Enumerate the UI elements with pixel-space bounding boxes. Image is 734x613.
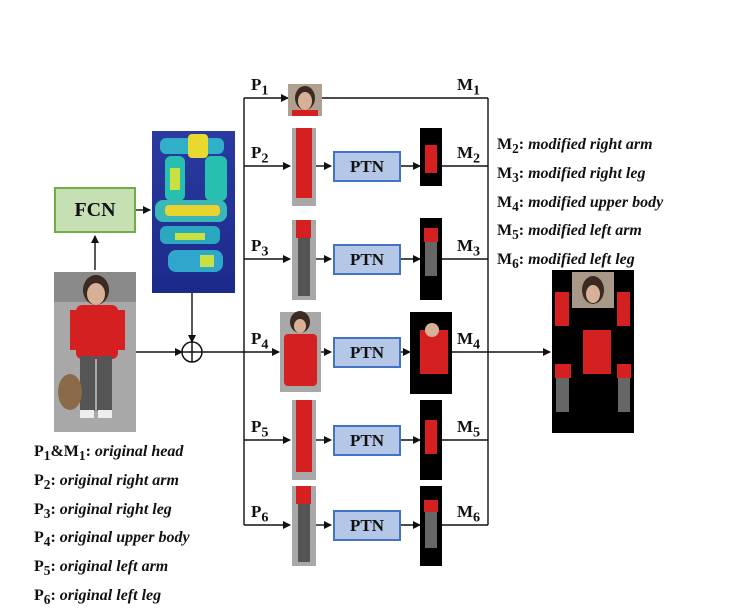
- branch-label-m1: M1: [457, 75, 481, 99]
- branch-label-m6: M6: [457, 502, 481, 526]
- ptn-box-3: PTN: [333, 244, 401, 275]
- ptn-label: PTN: [350, 342, 384, 362]
- branch-label-p6: P6: [251, 502, 269, 526]
- legend-item: P1&M1: original head: [34, 443, 184, 464]
- heatmap-image: [152, 131, 235, 293]
- branch-label-p4: P4: [251, 329, 269, 353]
- part-crop-p5: [292, 400, 316, 480]
- ptn-label: PTN: [350, 430, 384, 450]
- ptn-label: PTN: [350, 156, 384, 176]
- legend-modified-parts: M2: modified right arm M3: modified righ…: [497, 133, 663, 277]
- branch-label-m5: M5: [457, 417, 481, 441]
- output-composite-image: [552, 270, 634, 433]
- legend-item: M4: modified upper body: [497, 193, 664, 214]
- modified-crop-m6: [420, 486, 442, 566]
- modified-crop-m2: [420, 128, 442, 186]
- legend-item: P3: original right leg: [34, 500, 172, 521]
- legend-item: M6: modified left leg: [497, 251, 635, 272]
- ptn-box-4: PTN: [333, 337, 401, 368]
- modified-crop-m3: [420, 218, 442, 300]
- input-person-image: [54, 272, 136, 432]
- ptn-box-2: PTN: [333, 151, 401, 182]
- legend-original-parts: P1&M1: original head P2: original right …: [34, 440, 190, 613]
- branch-label-p5: P5: [251, 417, 269, 441]
- part-crop-p4: [280, 311, 321, 392]
- ptn-label: PTN: [350, 249, 384, 269]
- ptn-box-6: PTN: [333, 510, 401, 541]
- legend-item: P2: original right arm: [34, 471, 179, 492]
- ptn-label: PTN: [350, 515, 384, 535]
- legend-item: P5: original left arm: [34, 558, 169, 579]
- legend-item: P6: original left leg: [34, 586, 162, 608]
- connectors: [91, 94, 551, 529]
- part-crop-p2: [292, 128, 316, 206]
- branch-label-m2: M2: [457, 143, 481, 167]
- modified-crop-m5: [420, 400, 442, 480]
- legend-item: P4: original upper body: [34, 529, 190, 550]
- ptn-box-5: PTN: [333, 425, 401, 456]
- legend-item: M2: modified right arm: [497, 136, 653, 157]
- part-crop-p3: [292, 220, 316, 300]
- oplus-symbol: [181, 341, 203, 363]
- legend-item: M3: modified right leg: [497, 164, 646, 185]
- part-crop-p6: [292, 486, 316, 566]
- branch-label-m3: M3: [457, 236, 481, 260]
- branch-label-p2: P2: [251, 143, 269, 167]
- branch-label-p1: P1: [251, 75, 269, 99]
- fcn-label: FCN: [74, 198, 116, 221]
- branch-label-p3: P3: [251, 236, 269, 260]
- part-crop-p1: [288, 84, 322, 116]
- modified-crop-m4: [410, 312, 452, 394]
- branch-label-m4: M4: [457, 329, 481, 353]
- fcn-box: FCN: [54, 187, 136, 233]
- legend-item: M5: modified left arm: [497, 222, 642, 243]
